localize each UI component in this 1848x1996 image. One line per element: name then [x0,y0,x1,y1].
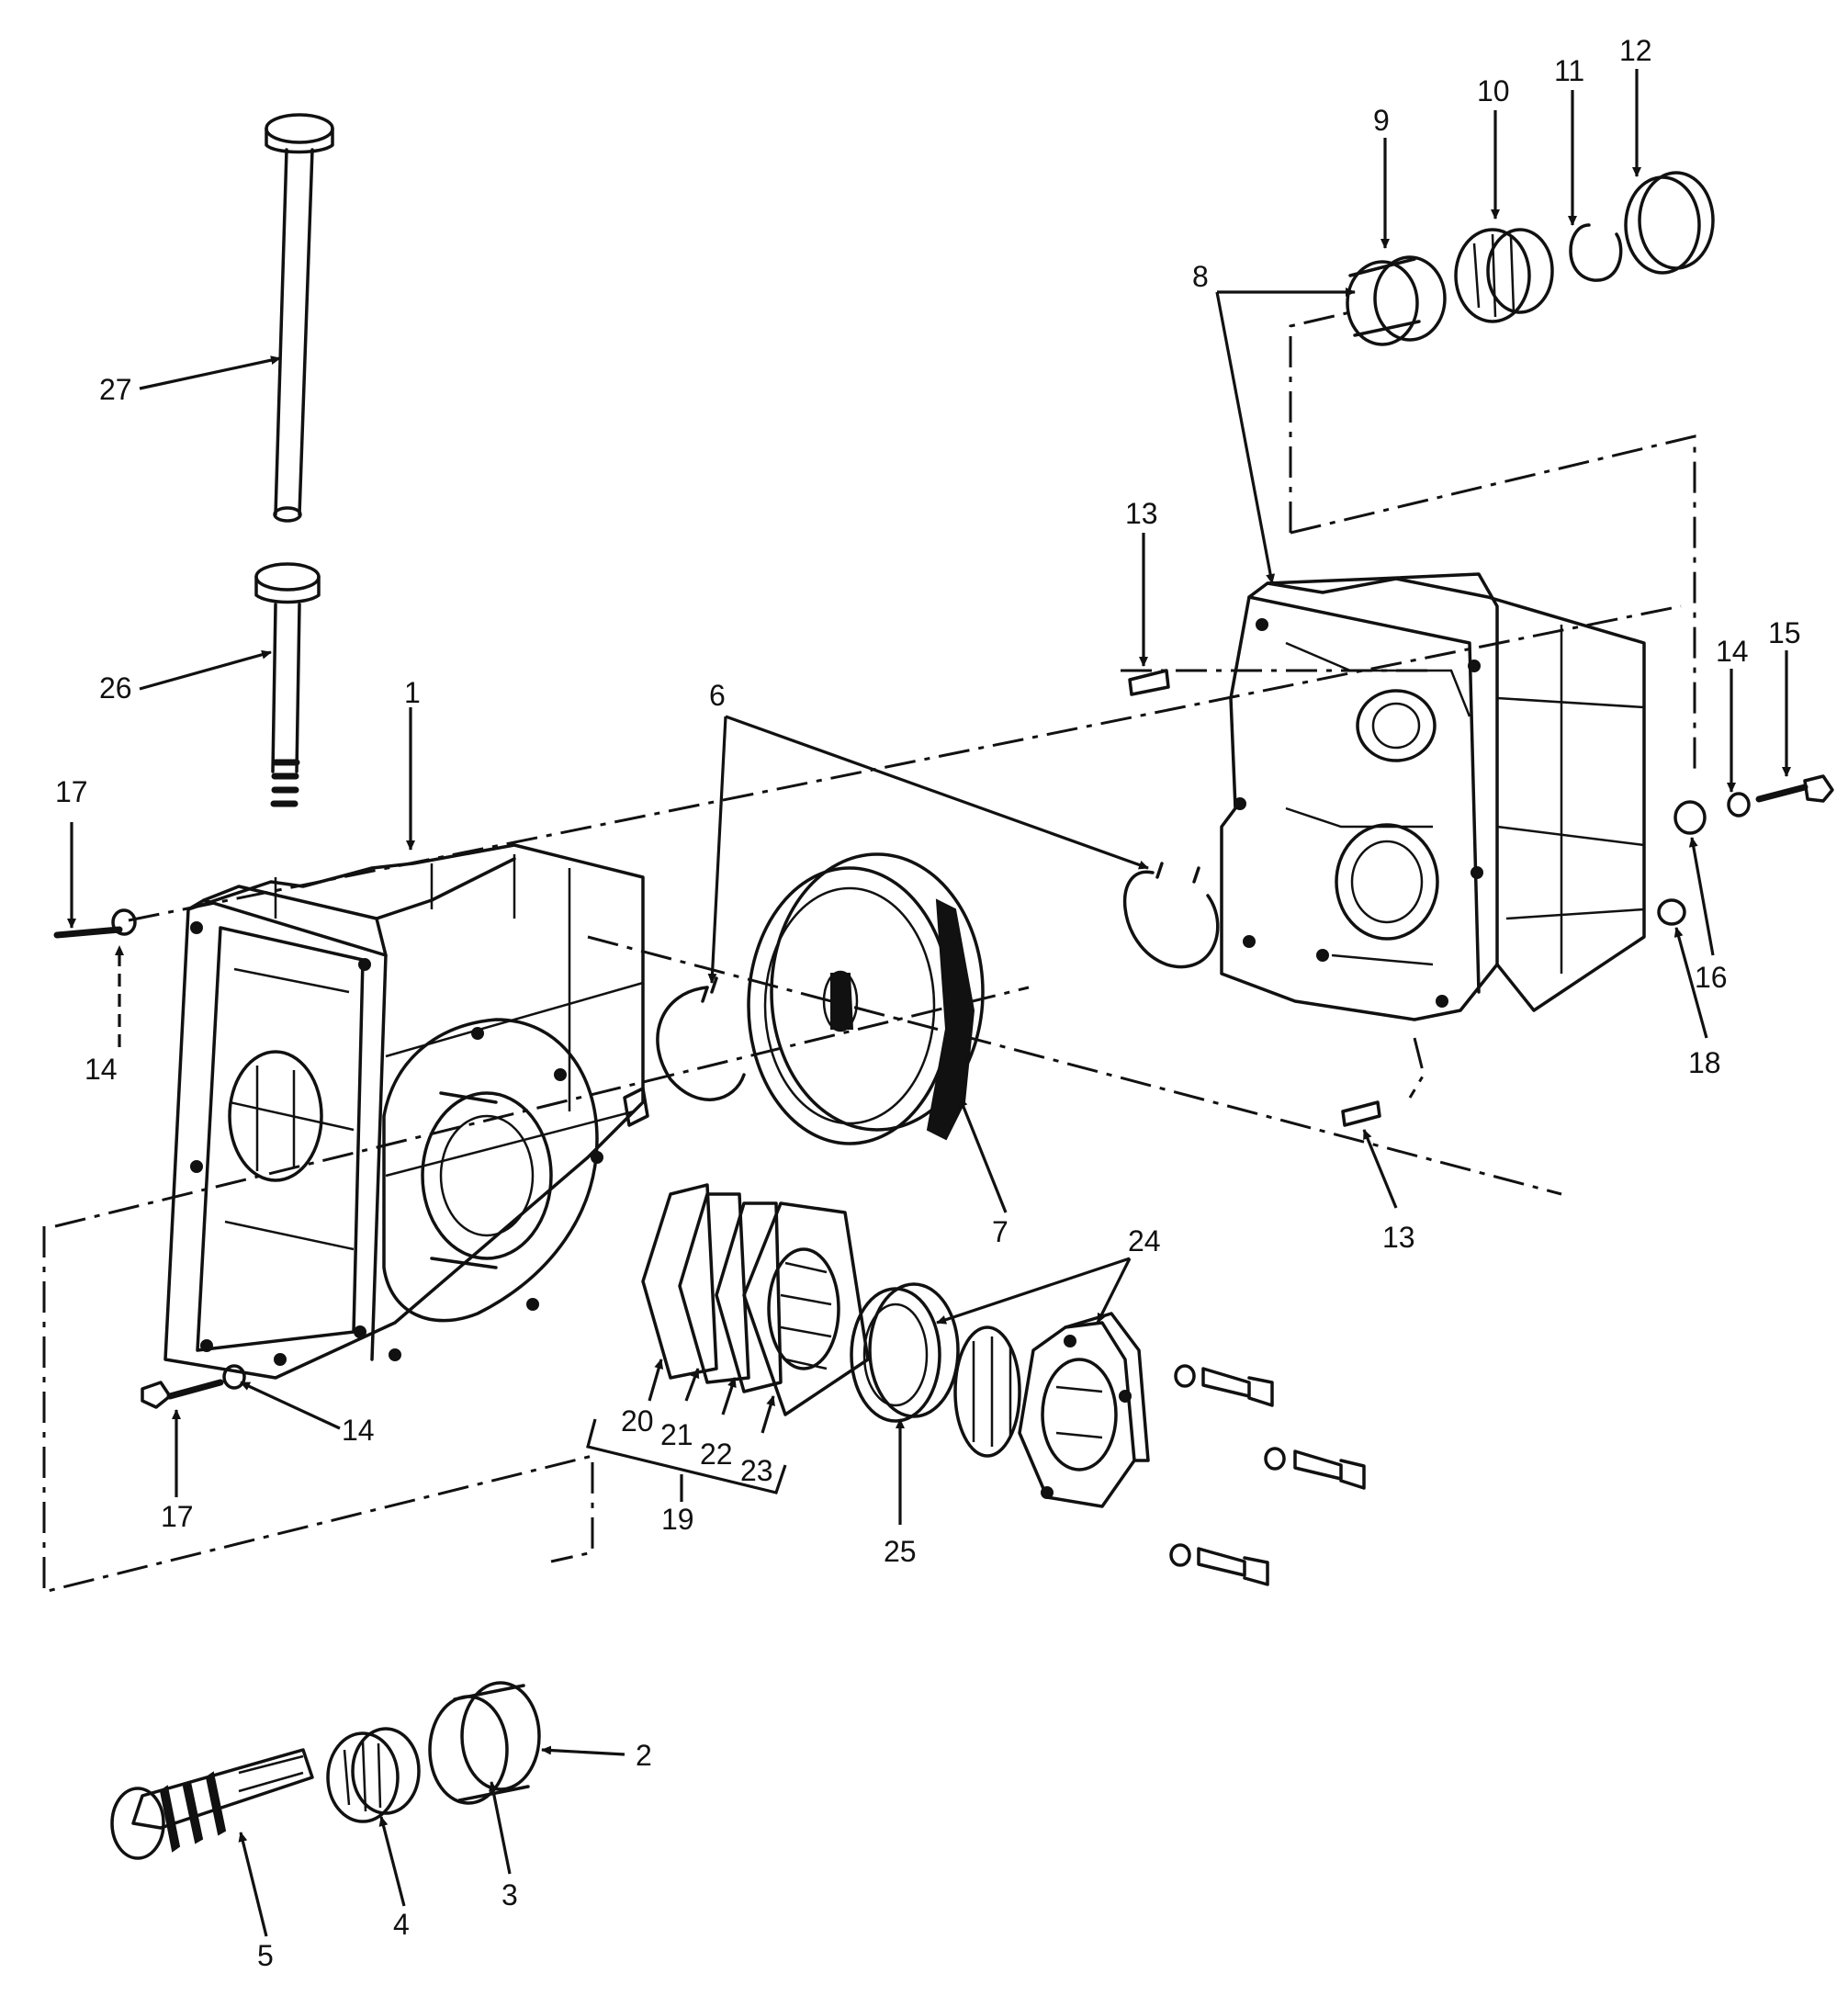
washer-part-14-right [1727,792,1751,818]
callout-16: 16 [1695,961,1728,994]
plug-part-18 [1657,898,1686,926]
shift-rod-part-27 [265,113,334,523]
washer-part-14-top [111,908,137,936]
bearing-cone-part-4 [326,1727,421,1823]
callout-2: 2 [636,1739,652,1772]
callout-14-left-top: 14 [85,1053,118,1086]
callout-14-left-bottom: 14 [342,1414,375,1447]
leader-lines [67,69,1791,1937]
callout-26: 26 [99,671,132,705]
main-housing-part-1 [163,843,649,1380]
callout-17-bottom: 17 [161,1500,194,1533]
callout-labels: 1 2 3 4 5 6 7 8 9 10 11 12 13 13 14 14 1… [55,34,1801,1972]
callout-5: 5 [257,1939,274,1972]
callout-1: 1 [404,676,421,709]
retainer-bolts [1169,1364,1366,1586]
rear-housing-part-8 [1220,572,1646,1021]
callout-10: 10 [1477,74,1510,107]
bearing-retainer-part-24 [953,1312,1150,1508]
callout-4: 4 [393,1908,410,1941]
callout-7: 7 [992,1215,1009,1248]
callout-19: 19 [661,1503,694,1536]
callout-9: 9 [1373,104,1390,137]
callout-18: 18 [1688,1046,1721,1079]
assembly-axes [42,310,1696,1594]
callout-11: 11 [1554,54,1584,87]
washer-part-14-bottom [222,1364,246,1390]
large-gear-part-7 [747,852,985,1145]
callout-20: 20 [621,1404,654,1438]
pinion-shaft-part-5 [110,1748,314,1860]
callout-25: 25 [884,1535,917,1568]
callout-27: 27 [99,373,132,406]
bearing-cone-part-10 [1454,228,1554,323]
bearing-cup-part-2-3 [428,1681,541,1805]
bolt-part-15 [1755,774,1834,803]
callout-23: 23 [740,1454,773,1487]
bearing-cup-part-9 [1346,255,1447,346]
callout-8: 8 [1192,260,1209,293]
callout-14-right: 14 [1716,635,1749,668]
washer-part-16 [1673,800,1707,835]
callout-6: 6 [709,679,726,712]
callout-13: 13 [1125,497,1158,530]
shim-pack-parts-20-23 [641,1183,870,1416]
callout-12: 12 [1619,34,1652,67]
bolt-part-17-top [53,926,123,939]
callout-17: 17 [55,775,88,808]
callout-24: 24 [1128,1224,1161,1257]
callout-13-second: 13 [1382,1221,1415,1254]
dowel-pins-part-13 [1128,669,1381,1127]
bolt-part-17-bottom [141,1379,224,1409]
seal-plug-part-12 [1624,171,1715,275]
callout-21: 21 [660,1418,693,1451]
snap-rings-part-6 [656,862,1220,1101]
snap-ring-part-11 [1569,223,1623,282]
shift-rod-part-26 [254,562,321,807]
bearing-cup-part-25 [850,1282,960,1423]
callout-22: 22 [700,1438,733,1471]
callout-3: 3 [501,1878,518,1911]
callout-15: 15 [1768,616,1801,649]
